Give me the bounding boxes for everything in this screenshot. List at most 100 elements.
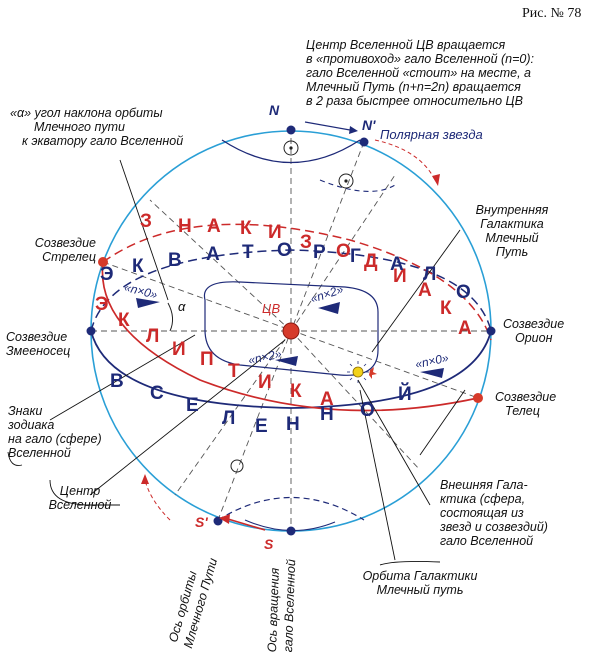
zodiac-letter: К <box>440 298 452 319</box>
inner-galaxy-line: Галактика <box>480 217 544 231</box>
outer-galaxy-line: звезд и созвездий) <box>440 520 548 534</box>
ophiuchus-line: Созвездие <box>6 330 68 344</box>
alpha-note-line: Млечного пути <box>34 120 125 134</box>
top-note-line: в 2 раза быстрее относительно ЦВ <box>306 94 523 108</box>
galaxy-orbit <box>203 281 379 376</box>
universe-letter: Н <box>286 414 300 435</box>
orbit-note-line: Млечный путь <box>376 583 464 597</box>
outer-galaxy-line: гало Вселенной <box>440 534 534 548</box>
ecliptic-diameter-line <box>102 261 479 399</box>
signs-note-line: зодиака <box>8 418 55 432</box>
universe-letter: В <box>110 371 124 392</box>
outer-galaxy-line: Внешняя Гала- <box>440 478 528 492</box>
universe-letter: С <box>150 383 164 404</box>
zodiac-letter: А <box>458 318 472 339</box>
alpha-note-line: «α» угол наклона орбиты <box>10 106 163 120</box>
alpha-symbol: α <box>178 299 186 314</box>
outer-galaxy-line: состоящая из <box>440 506 524 520</box>
zodiac-letter: А <box>418 280 432 301</box>
ecliptic-letter: А <box>320 389 334 410</box>
orbit-note-line: Орбита Галактики <box>362 569 478 583</box>
guide-ray <box>149 199 292 332</box>
sun-icon <box>347 361 377 383</box>
signs-note-line: на гало (сфере) <box>8 432 102 446</box>
ecliptic-letter: Л <box>146 326 160 347</box>
zodiac-letter: И <box>268 222 282 243</box>
universe-letter: Н <box>320 404 334 425</box>
equator-letter: Л <box>423 264 437 285</box>
south-cap-back <box>217 497 365 521</box>
equator-letter: А <box>390 254 404 275</box>
equator-letter: О <box>456 282 471 303</box>
inner-galaxy-line: Внутренняя <box>475 203 549 217</box>
ecliptic-letter: И <box>258 372 272 393</box>
ecliptic-letter: П <box>200 349 214 370</box>
leader-lines <box>49 159 466 561</box>
center-note-line: Центр <box>59 484 101 498</box>
zodiac-letter: Д <box>364 251 378 272</box>
guide-ray <box>290 330 421 471</box>
inner-galaxy-line: Млечный <box>485 231 539 245</box>
alpha-arc <box>167 302 174 332</box>
top-note-line: в «противоход» гало Вселенной (n=0): <box>306 52 534 66</box>
orbit-bracket <box>379 560 441 566</box>
motion-arrows <box>136 121 444 531</box>
equator-letter: В <box>168 250 182 271</box>
orion-line: Созвездие <box>503 317 565 331</box>
zodiac-letter: Н <box>178 216 192 237</box>
ophiuchus-line: Змееносец <box>6 344 71 358</box>
sagittarius-line: Созвездие <box>34 236 96 250</box>
equator-letter: А <box>206 244 220 265</box>
zodiac-letter: И <box>393 266 407 287</box>
ecliptic-letter: Т <box>228 361 240 382</box>
equator-letter: Р <box>313 242 326 263</box>
polar-star-label: Полярная звезда <box>380 127 483 142</box>
inner-galaxy-line: Путь <box>495 245 529 259</box>
pole-s-label: S <box>264 536 274 552</box>
zodiac-letter: А <box>207 216 221 237</box>
figure-label: Рис. № 78 <box>522 6 582 21</box>
guide-ray <box>174 330 292 496</box>
ecliptic-letter: К <box>290 381 302 402</box>
ecliptic-letter: И <box>172 339 186 360</box>
universe-letter: Л <box>222 408 236 429</box>
orion-line: Орион <box>515 331 553 345</box>
north-cap-front <box>221 139 361 164</box>
top-note-line: Центр Вселенной ЦВ вращается <box>306 38 506 52</box>
universe-letter: Е <box>186 395 199 416</box>
cv-label: ЦВ <box>262 301 281 316</box>
sagittarius-line: Стрелец <box>42 250 96 264</box>
top-note-line: Млечный Путь (n+n=2n) вращается <box>306 80 521 94</box>
pole-n-prime-label: N' <box>362 117 376 133</box>
center-note-line: Вселенной <box>48 498 112 512</box>
ecliptic-letter: К <box>118 310 130 331</box>
universe-letter: Е <box>255 416 268 437</box>
ecliptic-back <box>102 223 492 341</box>
signs-note-line: Знаки <box>8 404 43 418</box>
outer-galaxy-line: ктика (сфера, <box>440 492 526 506</box>
zodiac-letter: З <box>300 232 312 253</box>
pole-s-prime-label: S' <box>195 514 208 530</box>
top-note-line: гало Вселенной «стоит» на месте, а <box>306 66 531 80</box>
equator-letter: Э <box>100 264 114 285</box>
halo-equator-front <box>90 330 492 409</box>
equator-letter: О <box>277 240 292 261</box>
equator-letter: Т <box>242 242 254 263</box>
zodiac-letter: О <box>336 241 351 262</box>
taurus-line: Созвездие <box>495 390 557 404</box>
ecliptic-front <box>101 261 479 412</box>
zodiac-letter: К <box>240 218 252 239</box>
halo-equator-back <box>90 249 492 332</box>
ecliptic-letter: Э <box>95 294 109 315</box>
north-cap-back <box>319 179 396 192</box>
center-bracket <box>49 479 120 506</box>
equator-letter: Г <box>350 246 361 267</box>
pole-n-label: N <box>269 102 280 118</box>
signs-bracket <box>7 451 23 466</box>
signs-note-line: Вселенной <box>8 446 71 460</box>
equator-letter: К <box>132 256 144 277</box>
universe-letter: Й <box>398 384 412 405</box>
alpha-note-line: к экватору гало Вселенной <box>22 134 184 148</box>
